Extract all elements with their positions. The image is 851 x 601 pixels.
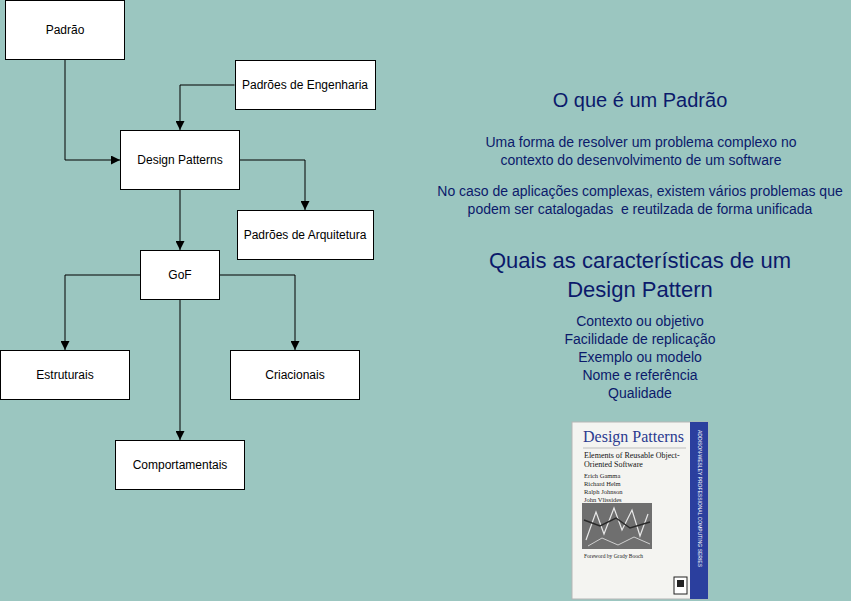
process-box: Estruturais [0, 350, 130, 400]
box-label: Design Patterns [137, 153, 222, 168]
process-box: Padrões de Engenharia [235, 60, 376, 110]
connector-arrow [220, 275, 295, 350]
list-item: Qualidade [490, 384, 790, 402]
book-cover [572, 422, 708, 599]
box-label: Padrões de Engenharia [242, 78, 368, 93]
list-item: Exemplo ou modelo [490, 348, 790, 366]
book-author: Erich Gamma [584, 472, 620, 480]
cover-picture-pattern [584, 518, 650, 528]
book-foreword: Foreword by Grady Booch [584, 553, 643, 560]
process-box: Design Patterns [120, 130, 240, 190]
publisher-logo [674, 577, 687, 594]
cover-rule [583, 448, 686, 449]
list-item: Nome e referência [490, 366, 790, 384]
box-label: Criacionais [265, 368, 324, 383]
box-label: GoF [168, 268, 191, 283]
book-title: Design Patterns [583, 427, 684, 446]
connector-arrow [180, 85, 235, 130]
connector-arrow [180, 300, 181, 440]
list-item: Facilidade de replicação [490, 330, 790, 348]
process-box: Padrão [5, 0, 125, 60]
book-author: Richard Helm [584, 480, 621, 488]
connector-arrow [180, 190, 181, 250]
box-label: Padrão [46, 23, 85, 38]
book-author: Ralph Johnson [584, 488, 622, 496]
section-heading: O que é um Padrão [490, 88, 790, 112]
publisher-logo [677, 580, 684, 587]
process-box: Comportamentais [115, 440, 245, 490]
cover-spine-strip [690, 422, 708, 599]
book-spine-text: ADDISON-WESLEY PROFESSIONAL COMPUTING SE… [697, 430, 703, 567]
cover-picture [582, 503, 652, 549]
connector-arrow [65, 60, 120, 160]
book-subtitle: Elements of Reusable Object-Oriented Sof… [584, 451, 684, 469]
cover-picture-pattern [588, 537, 650, 546]
connector-arrow [65, 275, 140, 350]
list-item: Contexto ou objetivo [490, 312, 790, 330]
paragraph-text: No caso de aplicações complexas, existem… [434, 182, 846, 218]
process-box: Padrões de Arquitetura [237, 210, 374, 260]
book-author: John Vlissides [584, 496, 622, 504]
connector-arrow [240, 160, 305, 210]
box-label: Estruturais [36, 368, 93, 383]
paragraph-text: Uma forma de resolver um problema comple… [477, 133, 805, 169]
box-label: Comportamentais [133, 458, 228, 473]
section-heading: Quais as características de um Design Pa… [465, 246, 815, 304]
box-label: Padrões de Arquitetura [244, 228, 367, 243]
process-box: Criacionais [230, 350, 360, 400]
cover-rect [572, 422, 708, 599]
process-box: GoF [140, 250, 220, 300]
